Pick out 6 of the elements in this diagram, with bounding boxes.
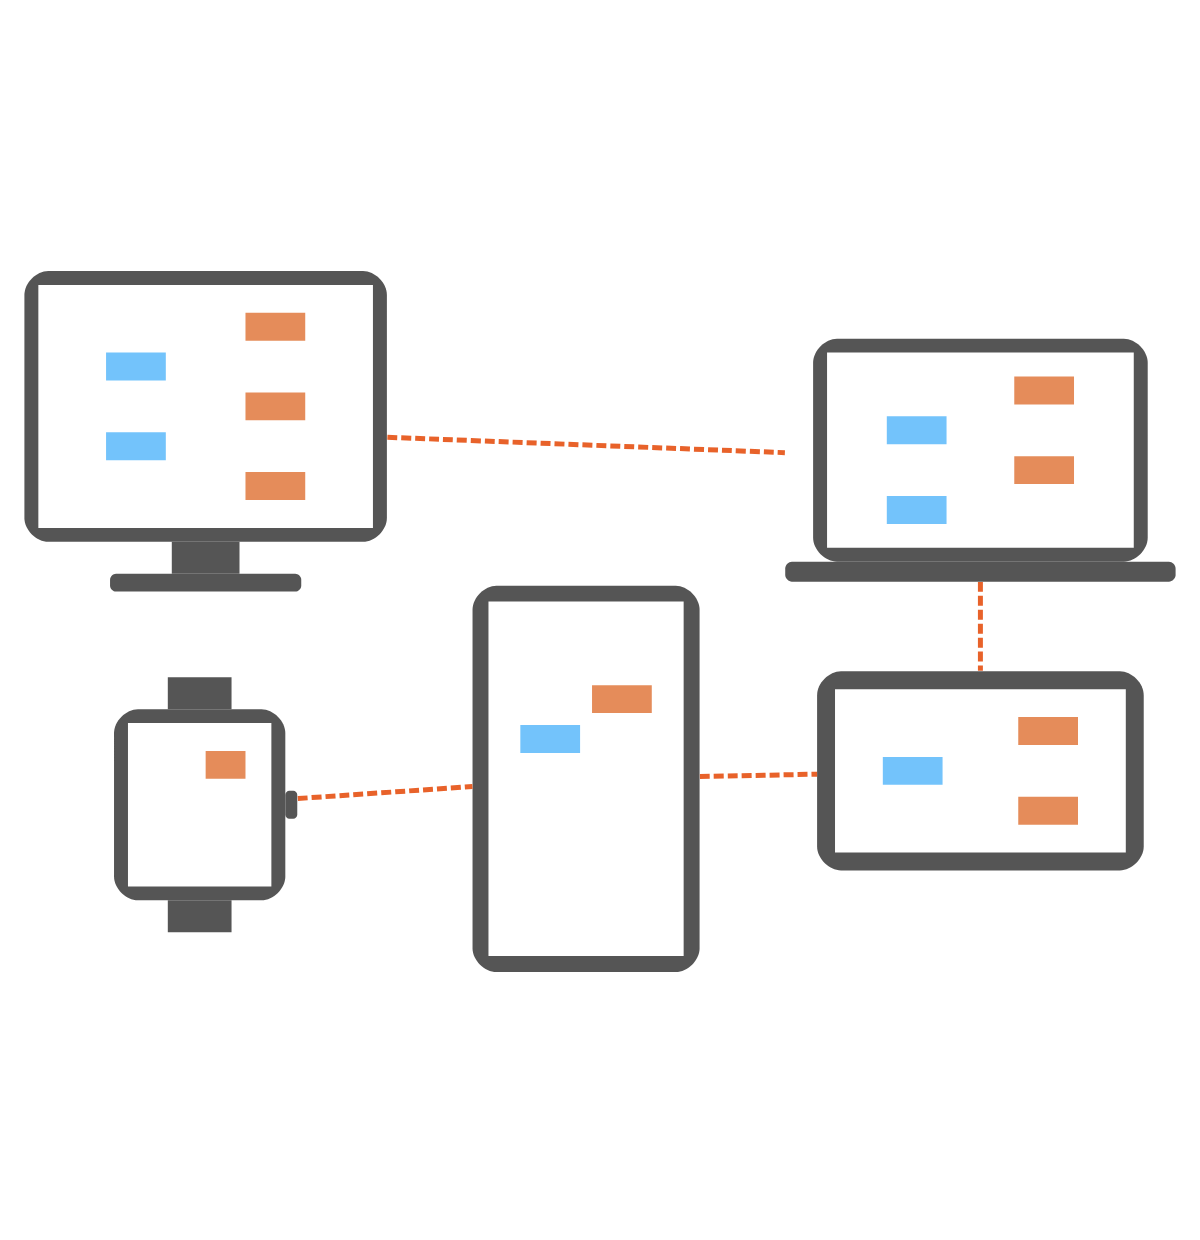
connector (297, 783, 473, 801)
connector (699, 770, 818, 779)
connector (977, 580, 983, 670)
node-phone (472, 584, 700, 972)
node-tablet (817, 670, 1144, 870)
connector (387, 433, 785, 455)
